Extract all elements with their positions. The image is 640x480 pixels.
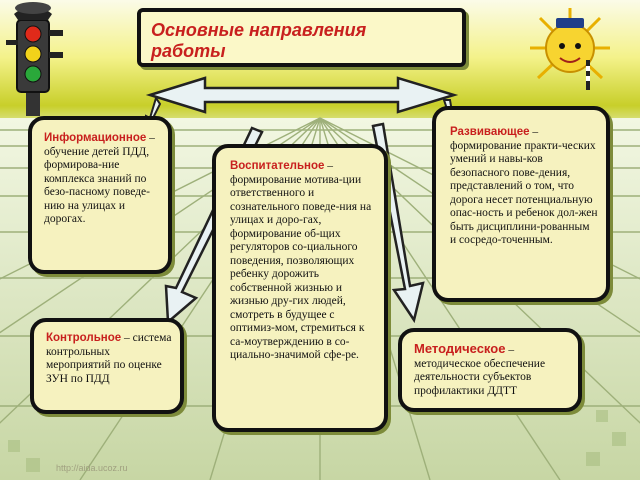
sun-mascot-icon: [530, 8, 610, 90]
traffic-light-icon: [6, 2, 63, 116]
card-text: – система контрольных мероприятий по оце…: [46, 332, 172, 385]
card-heading: Методическое: [414, 341, 506, 356]
card-text: – методическое обеспечение деятельности …: [414, 344, 546, 397]
double-arrow: [145, 76, 459, 114]
card-educational: Воспитательное – формирование мотива-ции…: [212, 144, 388, 432]
title-box: Основные направления работы: [137, 8, 466, 67]
watermark-url: http://aida.ucoz.ru: [56, 463, 128, 473]
card-informational: Информационное – обучение детей ПДД, фор…: [28, 116, 172, 274]
card-heading: Информационное: [44, 132, 147, 144]
card-text: – формирование мотива-ции ответственного…: [230, 160, 372, 361]
card-developing: Развивающее – формирование практи-ческих…: [432, 106, 610, 302]
card-heading: Воспитательное: [230, 160, 325, 172]
card-text: – формирование практи-ческих умений и на…: [450, 126, 598, 246]
card-heading: Контрольное: [46, 332, 122, 344]
card-control: Контрольное – система контрольных меропр…: [30, 318, 184, 414]
card-methodical: Методическое – методическое обеспечение …: [398, 328, 582, 412]
page-title: Основные направления работы: [151, 20, 367, 61]
card-text: – обучение детей ПДД, формирова-ние комп…: [44, 132, 155, 225]
card-heading: Развивающее: [450, 126, 530, 138]
